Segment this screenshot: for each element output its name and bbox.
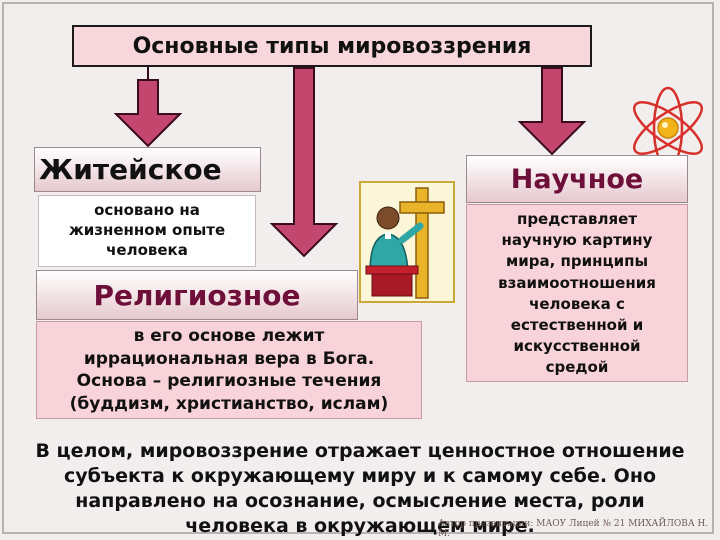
desc-line: человека [106, 241, 188, 259]
slide-frame [2, 2, 714, 534]
arrow-to-everyday [113, 79, 183, 148]
slide-title: Основные типы мировоззрения [72, 25, 592, 67]
arrow-to-scientific [517, 67, 587, 156]
desc-line: естественной и [510, 316, 644, 335]
preacher-cross-icon [359, 181, 455, 303]
arrow-to-religious [270, 67, 339, 258]
author-footer: Автор презентации: МАОУ Лицей № 21 МИХАЙ… [438, 519, 709, 539]
desc-line: в его основе лежит [133, 326, 325, 346]
desc-line: основано на [94, 201, 200, 219]
desc-line: искусственной [513, 337, 641, 356]
desc-line: человека с [529, 294, 625, 313]
desc-line: жизненном опыте [68, 221, 226, 239]
summary-line: направлено на осознание, осмысление мест… [75, 490, 645, 512]
desc-line: представляет [516, 210, 638, 228]
summary-text: В целом, мировоззрение отражает ценностн… [22, 439, 698, 539]
connector-lines [147, 67, 149, 80]
desc-line: средой [545, 358, 609, 377]
summary-line: субъекта к окружающему миру и к самому с… [63, 465, 657, 487]
type-label-everyday: Житейское [34, 147, 261, 192]
summary-line: В целом, мировоззрение отражает ценностн… [35, 440, 685, 462]
summary-line: человека в окружающем мире. [185, 515, 535, 537]
desc-line: мира, принципы [505, 252, 649, 271]
desc-line: научную картину [501, 231, 653, 250]
desc-line: (буддизм, христианство, ислам) [69, 393, 389, 414]
desc-line: Основа – религиозные течения [76, 371, 382, 391]
type-description-scientific: представляет научную картину мира, принц… [466, 204, 688, 382]
desc-line: взаимоотношения [498, 273, 656, 292]
type-description-religious: в его основе лежит иррациональная вера в… [36, 321, 422, 419]
type-label-scientific: Научное [466, 155, 688, 203]
desc-line: иррациональная вера в Бога. [83, 348, 375, 369]
type-description-everyday: основано на жизненном опыте человека [38, 195, 256, 267]
type-label-religious: Религиозное [36, 270, 358, 320]
